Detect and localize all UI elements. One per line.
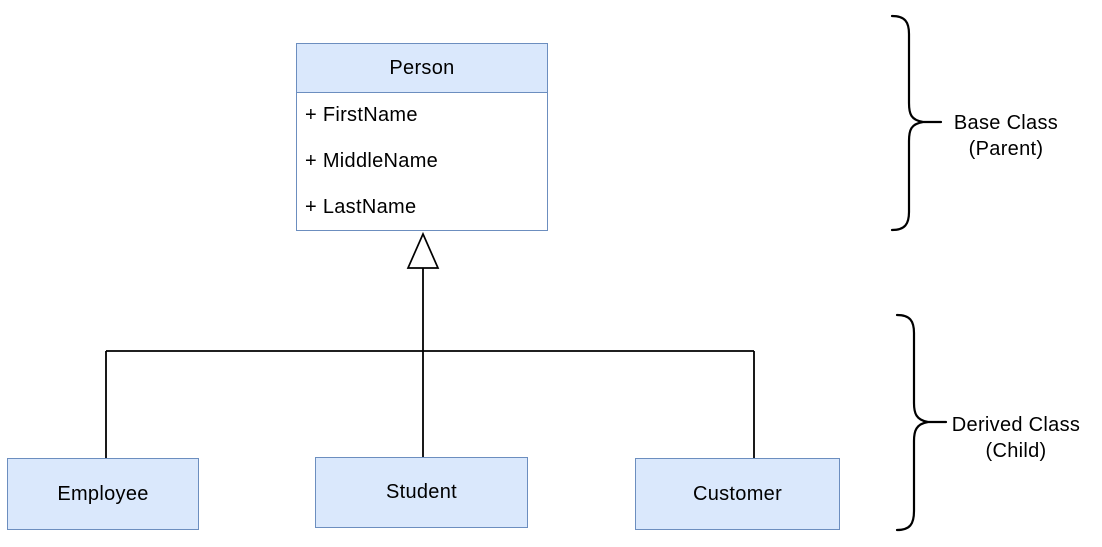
base-class-label-line1: Base Class: [953, 112, 1059, 134]
base-class-label: Base Class (Parent): [926, 110, 1086, 162]
class-title-student: Student: [385, 481, 458, 503]
class-box-customer: Customer: [635, 458, 840, 530]
inheritance-triangle-icon: [406, 231, 440, 269]
field-middlename: + MiddleName: [305, 150, 439, 172]
class-title-employee: Employee: [57, 482, 149, 505]
base-class-label-line2: (Parent): [968, 138, 1044, 160]
derived-class-label-line1: Derived Class: [951, 414, 1081, 436]
derived-class-label: Derived Class (Child): [936, 412, 1096, 464]
derived-class-label-line2: (Child): [985, 440, 1047, 462]
field-firstname: + FirstName: [305, 104, 418, 127]
class-box-employee: Employee: [7, 458, 199, 530]
class-title-person: Person: [297, 44, 547, 93]
class-box-student: Student: [315, 457, 528, 528]
class-box-person: Person + FirstName + MiddleName + LastNa…: [296, 43, 548, 231]
class-fields-person: + FirstName + MiddleName + LastName: [297, 93, 547, 230]
class-title-customer: Customer: [692, 482, 783, 505]
field-lastname: + LastName: [305, 195, 417, 218]
